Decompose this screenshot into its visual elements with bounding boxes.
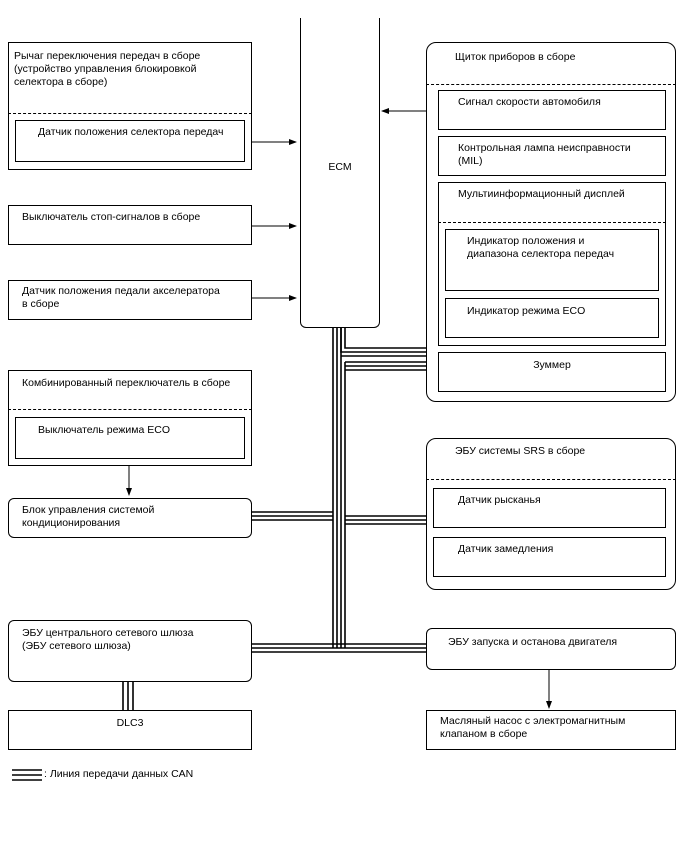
ecm-block — [300, 18, 380, 328]
dlc3-box — [8, 710, 252, 750]
shift-lever-title: Рычаг переключения передач в сборе (устр… — [14, 50, 201, 88]
combination-meter-title: Щиток приборов в сборе — [455, 51, 576, 63]
vehicle-speed-signal: Сигнал скорости автомобиля — [458, 96, 601, 108]
eco-indicator: Индикатор режима ECO — [467, 305, 586, 317]
vehicle-speed-signal-box — [438, 90, 666, 130]
aircon-control-box — [8, 498, 252, 538]
stop-start-ecu-box — [426, 628, 676, 670]
eco-switch-box — [15, 417, 245, 459]
buzzer-box — [438, 352, 666, 392]
gateway-ecu-box — [8, 620, 252, 682]
accel-pedal-sensor: Датчик положения педали акселератора в с… — [22, 285, 220, 310]
stop-lamp-switch: Выключатель стоп-сигналов в сборе — [22, 211, 201, 223]
yaw-sensor: Датчик рысканья — [458, 494, 541, 506]
buzzer: Зуммер — [533, 359, 571, 371]
divider — [8, 409, 252, 410]
divider — [426, 84, 676, 85]
gateway-ecu: ЭБУ центрального сетевого шлюза (ЭБУ сет… — [22, 627, 194, 652]
oil-pump-box — [426, 710, 676, 750]
dlc3: DLC3 — [116, 717, 144, 729]
aircon-control: Блок управления системой кондиционирован… — [22, 504, 155, 529]
multi-info-display-title: Мультиинформационный дисплей — [458, 188, 625, 200]
srs-ecu-title: ЭБУ системы SRS в сборе — [455, 445, 586, 457]
eco-switch: Выключатель режима ECO — [38, 424, 170, 436]
mil-box — [438, 136, 666, 176]
divider — [438, 222, 666, 223]
decel-sensor-box — [433, 537, 666, 577]
eco-indicator-box — [445, 298, 659, 338]
decel-sensor: Датчик замедления — [458, 543, 554, 555]
shift-position-sensor-box — [15, 120, 245, 162]
shift-position-sensor: Датчик положения селектора передач — [38, 126, 224, 138]
stop-start-ecu: ЭБУ запуска и останова двигателя — [448, 636, 618, 648]
yaw-sensor-box — [433, 488, 666, 528]
shift-indicator: Индикатор положения и диапазона селектор… — [467, 235, 615, 260]
ecm-label: ECM — [328, 161, 352, 173]
mil: Контрольная лампа неисправности (MIL) — [458, 142, 631, 167]
oil-pump: Масляный насос с электромагнитным клапан… — [440, 715, 626, 740]
divider — [8, 113, 252, 114]
divider — [426, 479, 676, 480]
accel-pedal-sensor-box — [8, 280, 252, 320]
combination-switch-title: Комбинированный переключатель в сборе — [22, 377, 231, 389]
stop-lamp-switch-box — [8, 205, 252, 245]
legend-text: : Линия передачи данных CAN — [44, 768, 194, 780]
shift-indicator-box — [445, 229, 659, 291]
